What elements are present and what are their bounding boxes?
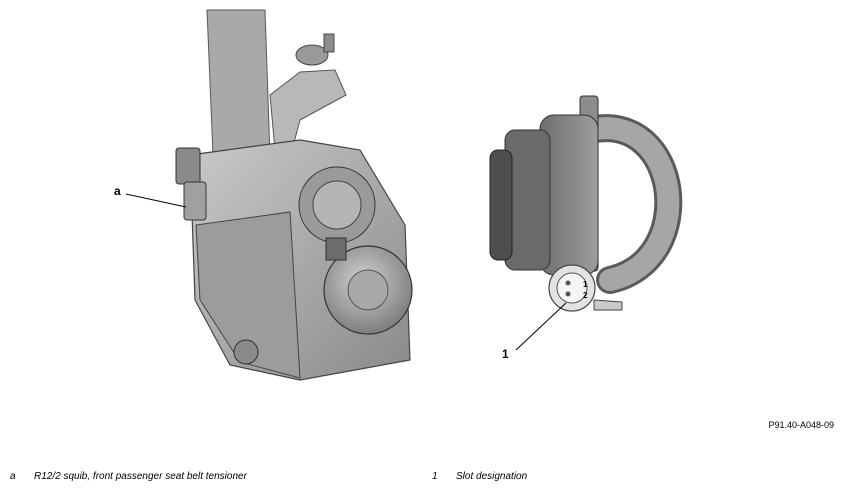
mounting-bracket xyxy=(269,69,347,151)
connector-slot-inner xyxy=(556,272,588,304)
gear xyxy=(312,180,362,230)
lower-fitting xyxy=(233,339,259,365)
figure-id: P91.40-A048-09 xyxy=(768,420,834,430)
tensioner-side-view: 1 2 xyxy=(489,95,683,312)
front-plate xyxy=(195,211,301,379)
legend-item-1: 1 Slot designation xyxy=(432,471,527,482)
squib-connector xyxy=(175,147,201,185)
tensioner-assembly xyxy=(175,9,413,381)
bolt-stem xyxy=(323,33,335,53)
pin-2-marker xyxy=(565,291,571,297)
pin-label-2: 2 xyxy=(583,291,588,300)
connector-tab xyxy=(593,299,623,311)
leader-line-a xyxy=(125,193,187,208)
pin-label-1: 1 xyxy=(583,280,588,289)
legend-key: a xyxy=(10,471,16,482)
callout-1: 1 xyxy=(502,347,509,361)
leader-line-1 xyxy=(515,302,567,351)
round-cover-center xyxy=(347,269,389,311)
legend-text: R12/2 squib, front passenger seat belt t… xyxy=(34,471,247,482)
callout-a: a xyxy=(114,184,121,198)
front-cap xyxy=(489,149,513,261)
legend-key: 1 xyxy=(432,471,438,482)
squib-connector-body xyxy=(183,181,207,221)
gas-tube-loop-highlight xyxy=(579,117,680,291)
legend-text: Slot designation xyxy=(456,471,528,482)
legend-item-a: a R12/2 squib, front passenger seat belt … xyxy=(10,471,247,482)
housing-connector xyxy=(325,237,347,261)
mounting-bolt xyxy=(295,44,329,66)
pin-1-marker xyxy=(565,280,571,286)
